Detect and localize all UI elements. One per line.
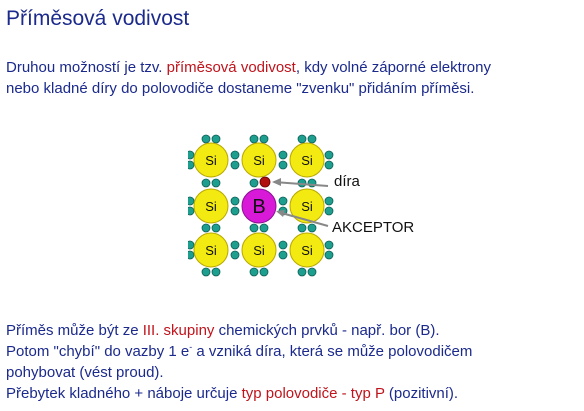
electron [297,223,307,233]
electron [259,134,269,144]
electron-charge-sup: - [189,342,193,352]
intro-line-2: nebo kladné díry do polovodiče dostaneme… [6,80,475,97]
electron [230,240,240,250]
silicon-label: Si [301,153,313,168]
electron [201,178,211,188]
electron [324,196,334,206]
electron [324,250,334,260]
acceptor-arrow [277,211,329,227]
term-typ-p: typ polovodiče - typ P [241,385,385,402]
silicon-atom [193,188,229,224]
electron [297,134,307,144]
electron [201,267,211,277]
boron-label: B [252,196,265,218]
electron [307,134,317,144]
electron [230,160,240,170]
silicon-label: Si [301,199,313,214]
electron [307,223,317,233]
explanation-line-2: Potom "chybí" do vazby 1 e- a vzniká dír… [6,342,473,361]
intro-line-1: Druhou možností je tzv. příměsová vodivo… [6,59,491,76]
silicon-atom [241,232,277,268]
electron [297,267,307,277]
silicon-atom [289,232,325,268]
electron [249,178,259,188]
electron [249,223,259,233]
electron [188,250,195,260]
electron [324,240,334,250]
silicon-atom [289,142,325,178]
explanation-paragraph: Příměs může být ze III. skupiny chemický… [6,320,582,404]
explanation-line-3: pohybovat (vést proud). [6,364,164,381]
electron [188,240,195,250]
hole-label: díra [334,173,361,190]
electron [324,150,334,160]
electron [230,206,240,216]
electron [324,160,334,170]
boron-atom [241,188,277,224]
silicon-label: Si [253,153,265,168]
silicon-atom [289,188,325,224]
explanation-line-4: Přebytek kladného + náboje určuje typ po… [6,385,459,402]
term-primesova-vodivost: příměsová vodivost [166,59,296,76]
silicon-atom [193,232,229,268]
electron [188,206,195,216]
electron [211,178,221,188]
electron [278,160,288,170]
silicon-label: Si [205,199,217,214]
silicon-atom [241,142,277,178]
electron [278,240,288,250]
page-title: Příměsová vodivost [6,7,190,30]
electron [278,150,288,160]
electron [249,134,259,144]
electron [259,223,269,233]
electron [230,196,240,206]
electron [230,250,240,260]
explanation-line-1: Příměs může být ze III. skupiny chemický… [6,322,440,339]
acceptor-label: AKCEPTOR [332,219,414,236]
intro-paragraph: Druhou možností je tzv. příměsová vodivo… [6,57,582,99]
silicon-label: Si [205,153,217,168]
electron [188,160,195,170]
silicon-label: Si [253,243,265,258]
silicon-label: Si [205,243,217,258]
pointer-arrows [272,178,329,227]
electron [249,267,259,277]
electron-pairs [188,134,334,277]
electron [259,267,269,277]
electron [324,206,334,216]
electron [201,134,211,144]
electron [211,134,221,144]
electron [278,250,288,260]
electron [211,267,221,277]
electron [201,223,211,233]
electron [278,196,288,206]
hole-marker [259,176,271,188]
electron [188,196,195,206]
hole-arrowhead [272,178,281,186]
silicon-atom [193,142,229,178]
acceptor-arrowhead [276,210,285,217]
term-iii-skupiny: III. skupiny [142,322,215,339]
electron [211,223,221,233]
electron [230,150,240,160]
electron [307,267,317,277]
hole-arrow [273,181,329,187]
silicon-label: Si [301,243,313,258]
electron [188,150,195,160]
